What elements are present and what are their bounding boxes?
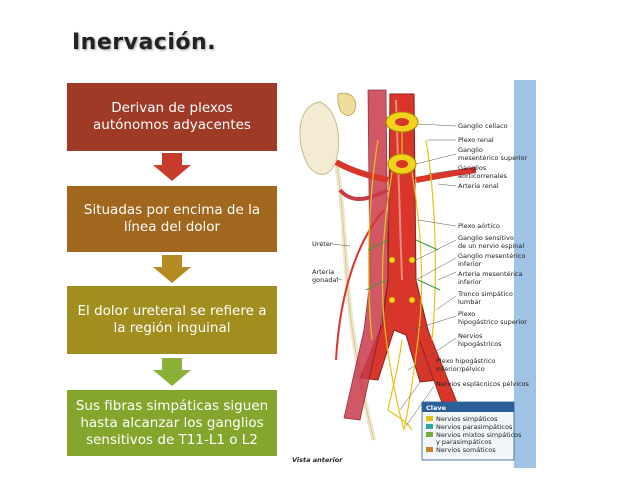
label-arteria-mes-2: inferior (458, 278, 482, 286)
legend-title: Clave (426, 404, 447, 412)
label-ganglio-celiaco: Ganglio celíaco (458, 122, 508, 130)
kidney (299, 101, 340, 175)
label-ganglio-mesinf-2: inferior (458, 260, 482, 268)
arrow-shape-3 (153, 358, 191, 386)
arrow-shape-1 (153, 153, 191, 181)
legend-item-parasimpaticos: Nervios parasimpáticos (436, 423, 513, 431)
legend-item-somaticos: Nervios somáticos (436, 446, 496, 454)
page-title: Inervación. (72, 30, 217, 55)
label-arteria-gonadal-2: gonadal (312, 276, 338, 284)
label-plexo-hipo-2: hipogástrico superior (458, 318, 527, 326)
label-ureter: Uréter (312, 240, 333, 248)
label-plexo-aortico: Plexo aórtico (458, 222, 500, 230)
label-arteria-gonadal-1: Arteria (312, 268, 334, 276)
label-tronco-1: Tronco simpático (457, 290, 513, 298)
label-nervios-hipo-2: hipogástricos (458, 340, 502, 348)
label-plexo-renal: Plexo renal (458, 136, 494, 144)
legend-swatch-parasimpaticos (426, 424, 433, 429)
flow-box-1: Derivan de plexos autónomos adyacentes (67, 83, 277, 151)
label-arteria-renal: Arteria renal (458, 182, 499, 190)
label-ganglio-sens-1: Ganglio sensitivo (458, 234, 514, 242)
label-plexo-pelv-1: Plexo hipogástrico (436, 357, 495, 365)
legend-item-mixtos: Nervios mixtos simpáticos (436, 431, 522, 439)
legend-swatch-somaticos (426, 447, 433, 452)
label-plexo-pelv-2: inferior/pélvico (436, 365, 485, 373)
legend-swatch-simpaticos (426, 416, 433, 421)
flow-box-2: Situadas por encima de la línea del dolo… (67, 186, 277, 252)
label-nervios-esplac: Nervios esplácnicos pélvicos (436, 380, 530, 388)
down-arrow-icon (153, 153, 191, 181)
label-ganglios-aort-1: Ganglios (458, 164, 487, 172)
vena-cava (343, 89, 389, 421)
caption-vista-anterior: Vista anterior (292, 456, 343, 464)
label-ganglio-mes-2: mesentérico superior (458, 154, 528, 162)
blue-strip (514, 80, 536, 468)
down-arrow-icon (153, 255, 191, 283)
label-arteria-mes-1: Arteria mesentérica (458, 270, 523, 278)
legend-item-mixtos-2: y parasimpáticos (436, 438, 492, 446)
flow-box-4: Sus fibras simpáticas siguen hasta alcan… (67, 390, 277, 456)
label-ganglio-sens-2: de un nervio espinal (458, 242, 524, 250)
label-tronco-2: lumbar (458, 298, 481, 306)
anatomy-illustration: Ganglio celíaco Plexo renal Ganglio mese… (292, 80, 536, 468)
arrow-shape-2 (153, 255, 191, 283)
gonadal-artery (335, 209, 385, 361)
label-ganglio-mesinf-1: Ganglio mesentérico (458, 252, 525, 260)
legend-key: Clave Nervios simpáticos Nervios parasim… (421, 401, 522, 461)
down-arrow-icon (153, 358, 191, 386)
label-ganglios-aort-2: aorticorrenales (458, 172, 508, 180)
label-ganglio-mes-1: Ganglio (458, 146, 483, 154)
flow-box-3: El dolor ureteral se refiere a la región… (67, 286, 277, 354)
legend-swatch-mixtos (426, 432, 433, 437)
label-plexo-hipo-1: Plexo (458, 310, 475, 318)
legend-item-simpaticos: Nervios simpáticos (436, 415, 498, 423)
label-nervios-hipo-1: Nervios (458, 332, 483, 340)
